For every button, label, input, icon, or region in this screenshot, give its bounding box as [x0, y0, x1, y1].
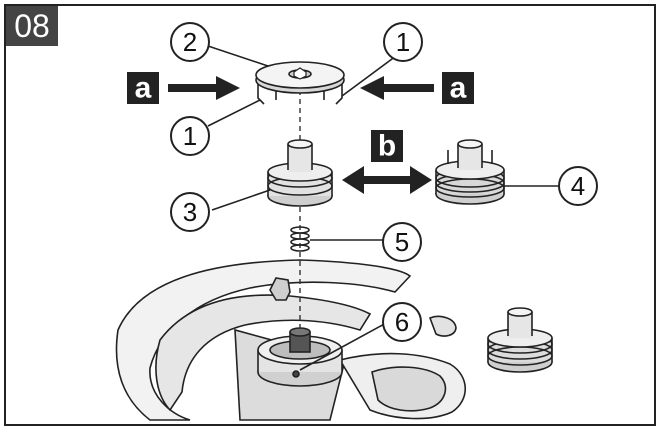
- svg-text:1: 1: [396, 27, 410, 57]
- label-tag-a-left: a: [127, 72, 159, 105]
- callout-2: 2: [170, 22, 210, 62]
- spring: [290, 226, 310, 252]
- svg-text:b: b: [378, 130, 396, 163]
- callout-3: 3: [170, 192, 210, 232]
- svg-text:a: a: [450, 72, 467, 105]
- svg-text:2: 2: [183, 27, 197, 57]
- svg-text:3: 3: [183, 197, 197, 227]
- spool-spare: [487, 307, 553, 373]
- leader-lines: [207, 45, 560, 371]
- spool-center: [267, 139, 333, 207]
- step-number-badge: 08: [6, 6, 58, 46]
- callout-1-left: 1: [170, 116, 210, 156]
- spool-hub: [257, 327, 343, 387]
- callout-6: 6: [382, 302, 422, 342]
- svg-text:5: 5: [395, 227, 409, 257]
- arrow-a-left: [168, 76, 240, 100]
- callout-5: 5: [382, 222, 422, 262]
- svg-text:a: a: [135, 72, 152, 105]
- callout-1-top-right: 1: [383, 22, 423, 62]
- svg-text:1: 1: [183, 121, 197, 151]
- arrow-b-double: [342, 166, 432, 194]
- arrow-a-right: [360, 76, 434, 100]
- svg-text:6: 6: [395, 307, 409, 337]
- spool-cover: [255, 61, 345, 105]
- svg-text:4: 4: [571, 171, 585, 201]
- label-tag-a-right: a: [442, 72, 474, 105]
- spool-replacement: [435, 139, 505, 205]
- callout-4: 4: [558, 166, 598, 206]
- label-tag-b: b: [371, 130, 403, 163]
